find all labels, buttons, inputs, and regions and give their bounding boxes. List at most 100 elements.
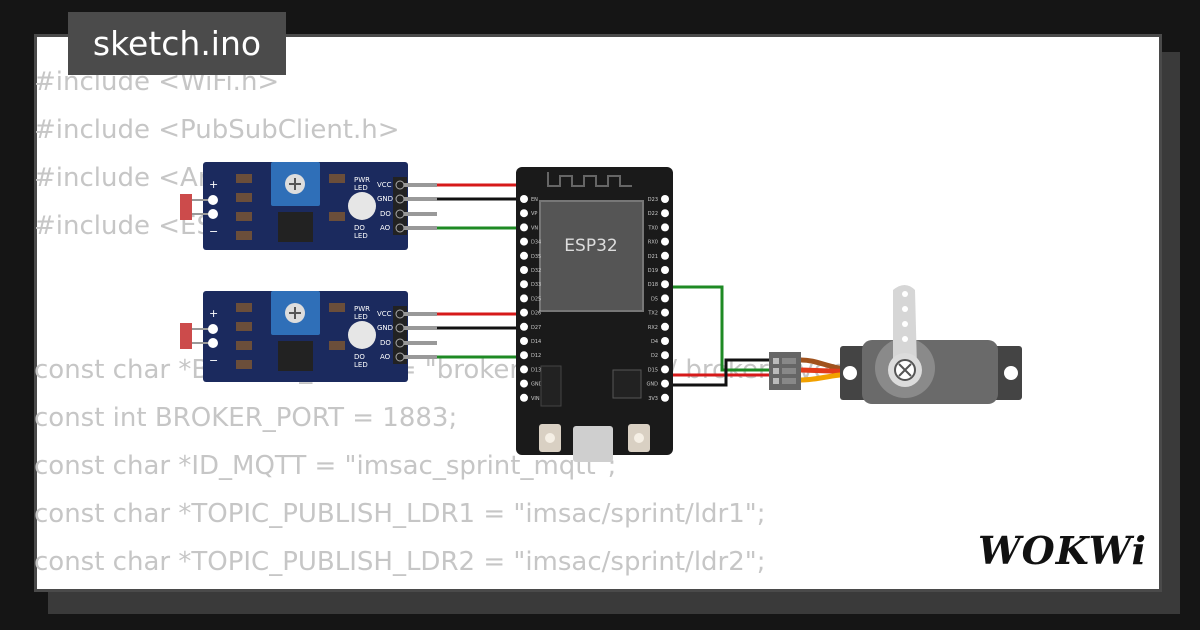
esp32-pin[interactable] bbox=[661, 280, 669, 289]
esp32-pin-label: D25 bbox=[531, 296, 541, 302]
esp32-pin[interactable] bbox=[661, 308, 669, 317]
esp32-board: ESP32 ENVPVND34D35D32D33D25D26D27D14D12D… bbox=[516, 167, 673, 462]
ldr-board bbox=[203, 291, 408, 382]
chip bbox=[278, 212, 313, 242]
svg-text:+: + bbox=[209, 307, 218, 320]
do-led-label: DO bbox=[354, 353, 365, 361]
code-line: #include <PubSubClient.h> bbox=[34, 115, 400, 145]
esp32-pin-label: D22 bbox=[648, 211, 658, 217]
esp32-pin[interactable] bbox=[520, 365, 528, 374]
esp32-pin[interactable] bbox=[661, 337, 669, 345]
esp32-pin-label: RX2 bbox=[648, 325, 658, 331]
esp32-pin[interactable] bbox=[520, 237, 528, 246]
code-line: const int BROKER_PORT = 1883; bbox=[34, 403, 458, 433]
esp32-pin[interactable] bbox=[661, 223, 669, 232]
ldr-sensor bbox=[180, 194, 192, 220]
ldr-module-1: + − PWR LED DO LED VCC GND DO AO bbox=[180, 162, 437, 250]
esp32-pin[interactable] bbox=[520, 266, 528, 274]
esp32-pin-label: GND bbox=[647, 382, 659, 388]
esp32-pin-label: D35 bbox=[531, 254, 541, 260]
esp32-pin[interactable] bbox=[520, 337, 528, 345]
esp32-pin[interactable] bbox=[661, 393, 669, 402]
esp32-pin[interactable] bbox=[661, 195, 669, 203]
do-led-label: DO bbox=[354, 224, 365, 232]
esp32-pin[interactable] bbox=[661, 322, 669, 331]
esp32-pin[interactable] bbox=[520, 280, 528, 289]
pin-vcc: VCC bbox=[377, 181, 392, 189]
esp32-pin-label: VP bbox=[531, 211, 537, 217]
esp32-pin-label: 3V3 bbox=[648, 396, 658, 402]
svg-text:+: + bbox=[209, 178, 218, 191]
svg-text:LED: LED bbox=[354, 361, 368, 369]
ldr-module-2: + − PWR LED DO LED VCC GND DO AO bbox=[180, 291, 437, 382]
code-line: const char *ID_MQTT = "imsac_sprint_mqtt… bbox=[34, 451, 617, 481]
pin-do: DO bbox=[380, 339, 391, 347]
pwr-led-label: PWR bbox=[354, 176, 370, 184]
ldr-led bbox=[348, 321, 376, 349]
esp32-pin[interactable] bbox=[520, 195, 528, 203]
esp32-pin-label: D2 bbox=[651, 353, 658, 359]
esp32-pin[interactable] bbox=[661, 266, 669, 274]
esp32-pin[interactable] bbox=[661, 294, 669, 303]
esp32-pin[interactable] bbox=[661, 237, 669, 246]
esp32-pin[interactable] bbox=[520, 351, 528, 360]
esp32-pin-label: TX0 bbox=[647, 225, 658, 231]
esp32-pin-label: GND bbox=[531, 382, 543, 388]
esp32-pin-label: D4 bbox=[651, 339, 658, 345]
esp32-right-pins: D23D22TX0RX0D21D19D18D5TX2RX2D4D2D15GND3… bbox=[647, 195, 669, 402]
esp32-pin-label: D18 bbox=[648, 282, 658, 288]
esp32-pin-label: D19 bbox=[648, 268, 658, 274]
wire-servo-gnd bbox=[670, 358, 770, 387]
pin-do: DO bbox=[380, 210, 391, 218]
esp32-pin-label: D32 bbox=[531, 268, 541, 274]
svg-text:LED: LED bbox=[354, 184, 368, 192]
pin-ao: AO bbox=[380, 353, 391, 361]
svg-text:LED: LED bbox=[354, 313, 368, 321]
esp32-pin[interactable] bbox=[520, 393, 528, 402]
esp32-pin-label: D15 bbox=[648, 367, 658, 373]
esp32-pin-label: D34 bbox=[531, 240, 541, 246]
esp32-pin-label: D13 bbox=[531, 367, 541, 373]
esp32-pin[interactable] bbox=[520, 223, 528, 232]
esp32-label: ESP32 bbox=[564, 236, 617, 256]
esp32-pin-label: D14 bbox=[531, 339, 541, 345]
esp32-pin-label: D23 bbox=[648, 197, 658, 203]
svg-text:−: − bbox=[209, 354, 218, 367]
esp32-pin[interactable] bbox=[520, 294, 528, 303]
esp32-pin[interactable] bbox=[520, 322, 528, 331]
wire-ldr2-ao bbox=[437, 309, 524, 359]
esp32-pin[interactable] bbox=[520, 308, 528, 317]
svg-text:LED: LED bbox=[354, 232, 368, 240]
pwr-led-label: PWR bbox=[354, 305, 370, 313]
svg-text:−: − bbox=[209, 225, 218, 238]
svg-text:WOKWi: WOKWi bbox=[978, 530, 1147, 573]
esp32-pin-label: TX2 bbox=[647, 311, 658, 317]
esp32-pin[interactable] bbox=[661, 379, 669, 388]
esp32-pin-label: D27 bbox=[531, 325, 541, 331]
esp32-pin-label: VIN bbox=[531, 396, 540, 402]
servo-motor bbox=[840, 285, 1022, 404]
esp32-pin[interactable] bbox=[520, 251, 528, 260]
esp32-pin[interactable] bbox=[661, 209, 669, 218]
esp32-pin-label: D5 bbox=[651, 296, 658, 302]
file-tab[interactable]: sketch.ino bbox=[68, 12, 286, 75]
code-line: const char *TOPIC_PUBLISH_LDR2 = "imsac/… bbox=[34, 547, 766, 577]
pin-gnd: GND bbox=[377, 324, 393, 332]
esp32-pin[interactable] bbox=[520, 209, 528, 218]
pin-gnd: GND bbox=[377, 195, 393, 203]
pin-ao: AO bbox=[380, 224, 391, 232]
wokwi-logo: WOKWi bbox=[978, 530, 1147, 573]
esp32-pin[interactable] bbox=[661, 351, 669, 360]
chip bbox=[278, 341, 313, 371]
wire-servo-signal bbox=[668, 285, 770, 372]
usb-port bbox=[573, 426, 613, 462]
esp32-pin[interactable] bbox=[520, 379, 528, 388]
esp32-pin-label: D12 bbox=[531, 353, 541, 359]
ldr-sensor bbox=[180, 323, 192, 349]
esp32-pin-label: D21 bbox=[648, 254, 658, 260]
esp32-pin[interactable] bbox=[661, 251, 669, 260]
esp32-pin-label: VN bbox=[531, 225, 538, 231]
esp32-pin[interactable] bbox=[661, 365, 669, 374]
esp32-left-pins: ENVPVND34D35D32D33D25D26D27D14D12D13GNDV… bbox=[520, 195, 543, 402]
ldr-led bbox=[348, 192, 376, 220]
